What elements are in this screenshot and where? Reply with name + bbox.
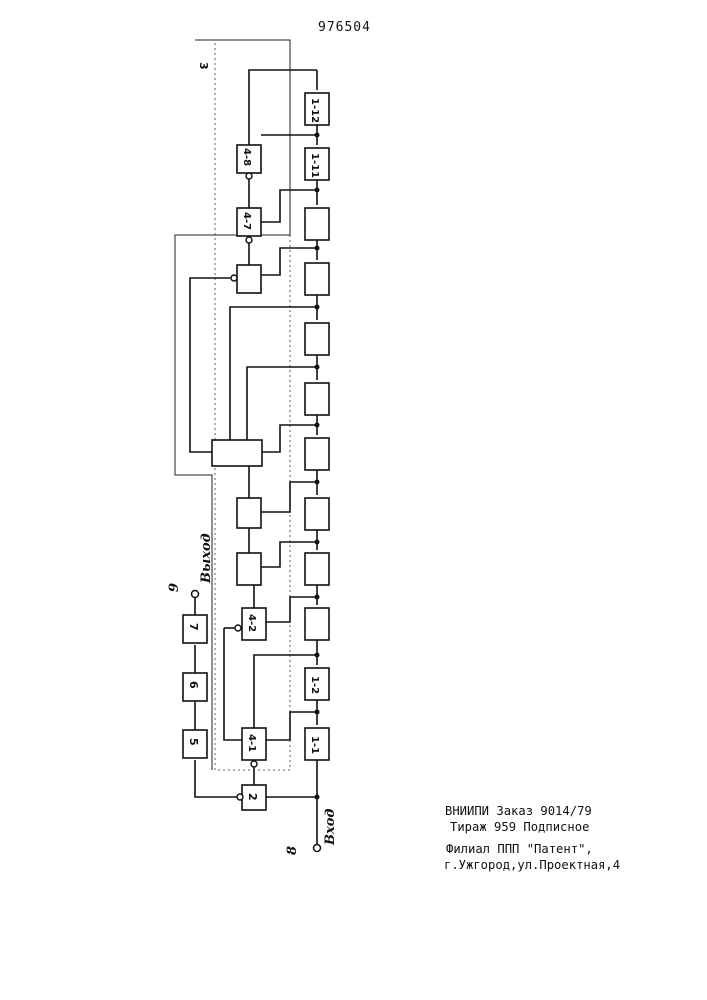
- input-number: 8: [285, 846, 300, 855]
- block-7-label: 7: [187, 623, 200, 631]
- block-center-switch: [212, 440, 262, 466]
- delay-block-5: [305, 498, 329, 530]
- imprint-circulation: Тираж 959 Подписное: [450, 819, 703, 835]
- delay-block-7: [305, 383, 329, 415]
- block-5-label: 5: [187, 738, 200, 746]
- block-4-2-output: [235, 625, 241, 631]
- output-terminal: [192, 591, 199, 598]
- block-4-4: [237, 498, 261, 528]
- delay-block-6: [305, 438, 329, 470]
- block-1-12-label: 1-12: [309, 98, 320, 123]
- block-2-inverting-input: [237, 794, 243, 800]
- block-2-label: 2: [246, 793, 259, 801]
- delay-block-4: [305, 553, 329, 585]
- output-number: 9: [167, 583, 182, 592]
- unit-3-frame: [175, 40, 290, 770]
- block-6-label: 6: [187, 681, 200, 689]
- output-label: Выход: [199, 533, 214, 584]
- wire-4-2-to-4-1: [224, 628, 242, 740]
- delay-block-3: [305, 608, 329, 640]
- block-1-1-label: 1-1: [309, 736, 320, 754]
- imprint-branch: Филиал ППП "Патент",: [446, 841, 703, 857]
- wire-spine-to-center-3: [230, 307, 317, 440]
- block-1-2-label: 1-2: [309, 676, 320, 694]
- delay-block-10: [305, 208, 329, 240]
- block-4-7-output: [246, 237, 252, 243]
- block-4-1-output: [251, 761, 257, 767]
- delay-block-8: [305, 323, 329, 355]
- frame-label-3: 3: [197, 62, 210, 70]
- block-1-11-label: 1-11: [309, 153, 320, 178]
- block-4-1-label: 4-1: [246, 734, 257, 752]
- block-4-2-label: 4-2: [246, 614, 257, 632]
- input-terminal: [314, 845, 321, 852]
- block-4-6: [237, 265, 261, 293]
- block-4-6-output: [231, 275, 237, 281]
- input-label: Вход: [323, 809, 338, 846]
- wire-2-to-5: [195, 760, 237, 797]
- imprint-address: г.Ужгород,ул.Проектная,4: [444, 857, 703, 873]
- delay-block-9: [305, 263, 329, 295]
- block-4-3: [237, 553, 261, 585]
- block-4-7-label: 4-7: [241, 212, 252, 230]
- block-4-8-output: [246, 173, 252, 179]
- block-4-8-label: 4-8: [241, 148, 252, 166]
- publisher-imprint: ВНИИПИ Заказ 9014/79 Тираж 959 Подписное…: [443, 803, 703, 873]
- imprint-order: ВНИИПИ Заказ 9014/79: [445, 803, 703, 819]
